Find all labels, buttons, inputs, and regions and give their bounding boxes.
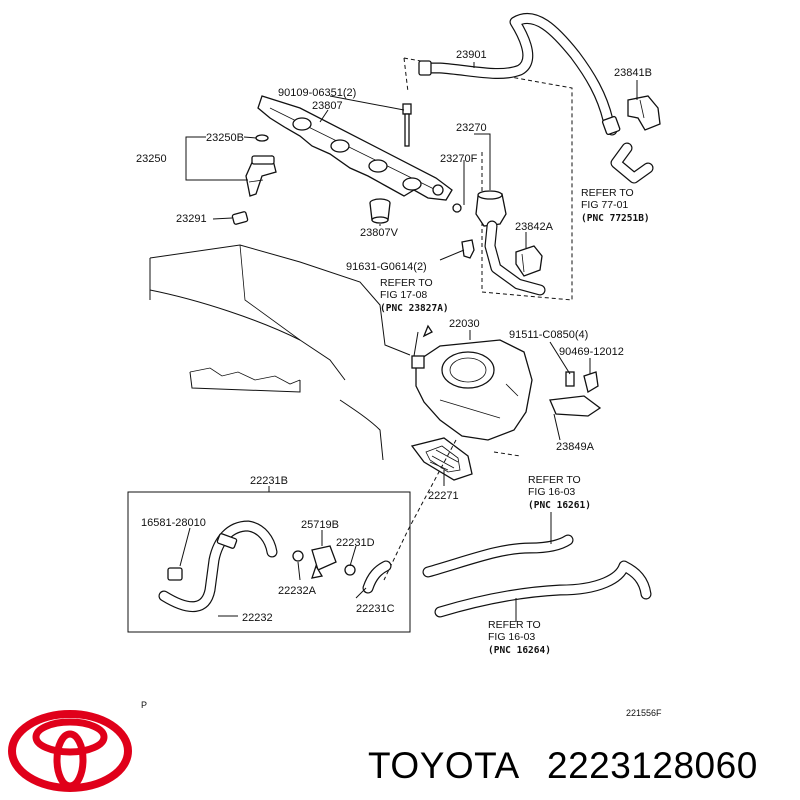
bracket-23849a <box>549 371 602 417</box>
bolt-90109 <box>402 103 412 147</box>
toyota-logo-icon <box>8 710 132 792</box>
part-number: 2223128060 <box>547 745 758 786</box>
label-25719b: 25719B <box>301 519 339 531</box>
label-23807: 23807 <box>312 100 343 112</box>
ref-16a-line2: FIG 16-03 <box>528 486 575 498</box>
leader-dashed-subbox <box>383 439 457 581</box>
leader-lines <box>179 62 638 622</box>
ref-77-line1: REFER TO <box>581 187 634 199</box>
label-23250b: 23250B <box>206 132 244 144</box>
label-22231c: 22231C <box>356 603 395 615</box>
clip-23841b <box>627 95 661 131</box>
label-22232: 22232 <box>242 612 273 624</box>
label-23291: 23291 <box>176 213 207 225</box>
label-16581: 16581-28010 <box>141 517 206 529</box>
label-23841b: 23841B <box>614 67 652 79</box>
injector-23250 <box>231 134 277 225</box>
label-22231d: 22231D <box>336 537 375 549</box>
label-22030: 22030 <box>449 318 480 330</box>
ref-16a-line1: REFER TO <box>528 474 581 486</box>
label-23842a: 23842A <box>515 221 554 233</box>
clamp-22232a <box>292 550 356 576</box>
vsv-25719b <box>311 545 337 579</box>
brand-name: TOYOTA <box>368 745 520 786</box>
p-mark: P <box>141 700 147 710</box>
hose-22231c <box>362 560 392 594</box>
ref-77-line2: FIG 77-01 <box>581 199 628 211</box>
diagram-code: 221556F <box>626 708 662 718</box>
engine-outline <box>149 244 411 461</box>
label-91511: 91511-C0850(4) <box>509 329 588 341</box>
group-dashed-outline <box>403 57 573 301</box>
label-90469: 90469-12012 <box>559 346 624 358</box>
hose-16261 <box>422 534 574 578</box>
label-22231b: 22231B <box>250 475 288 487</box>
label-22232a: 22232A <box>278 585 317 597</box>
refer-fig-77-01: REFER TO FIG 77-01 (PNC 77251B) <box>581 187 650 224</box>
label-22271: 22271 <box>428 490 459 502</box>
ref-16b-line2: FIG 16-03 <box>488 631 535 643</box>
grommet-23807v <box>369 198 391 224</box>
clip-16581 <box>167 567 183 581</box>
label-90109: 90109-06351(2) <box>278 87 356 99</box>
ref-17-pnc: (PNC 23827A) <box>380 303 449 314</box>
ref-17-line2: FIG 17-08 <box>380 289 427 301</box>
hose-23901 <box>418 12 621 136</box>
label-23250: 23250 <box>136 153 167 165</box>
ref-16b-pnc: (PNC 16264) <box>488 645 551 656</box>
label-23270f: 23270F <box>440 153 478 165</box>
ref-16b-line1: REFER TO <box>488 619 541 631</box>
ref-77-pnc: (PNC 77251B) <box>581 213 650 224</box>
refer-fig-16-03-16264: REFER TO FIG 16-03 (PNC 16264) <box>488 619 551 656</box>
label-23270: 23270 <box>456 122 487 134</box>
ref-16a-pnc: (PNC 16261) <box>528 500 591 511</box>
gasket-22271 <box>410 437 473 481</box>
label-91631: 91631-G0614(2) <box>346 261 427 273</box>
label-23849a: 23849A <box>556 441 595 453</box>
label-23901: 23901 <box>456 49 487 61</box>
ref-17-line1: REFER TO <box>380 277 433 289</box>
label-23807v: 23807V <box>360 227 399 239</box>
fuel-rail-23807 <box>257 95 453 201</box>
throttle-body-22030 <box>411 324 533 441</box>
refer-fig-17-08: REFER TO FIG 17-08 (PNC 23827A) <box>380 277 449 314</box>
clamp-23842a <box>515 245 543 277</box>
regulator-23270 <box>452 190 546 296</box>
bolt-91631 <box>461 239 475 259</box>
hose-22232 <box>158 520 278 613</box>
hose-16264 <box>434 560 652 618</box>
refer-fig-16-03-16261: REFER TO FIG 16-03 (PNC 16261) <box>528 474 591 511</box>
